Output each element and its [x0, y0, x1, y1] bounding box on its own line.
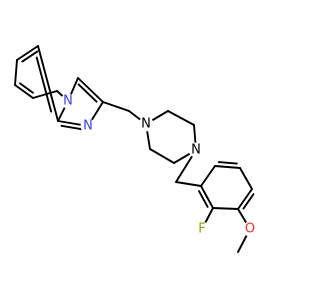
atom-label-n-pip-bottom: N: [191, 143, 201, 158]
bond-c8a-c9-inner: [35, 56, 53, 113]
bond-c3-c2: [77, 77, 104, 103]
atom-n_imine-backdrop: [80, 118, 96, 134]
atom-label-oxygen: O: [245, 222, 255, 237]
atom-fluorine-backdrop: [194, 221, 210, 237]
bond-c7-c6: [14, 84, 34, 99]
bond-pC-pD: [149, 148, 175, 164]
bond-c9-c8-inner: [21, 50, 39, 63]
bond-c7-c6-inner: [19, 82, 34, 94]
bond-b4-b5: [237, 188, 253, 210]
bond-b5-b6: [212, 207, 239, 210]
atom-label-n-imine: N: [83, 119, 93, 134]
bond-pA-pB: [167, 110, 195, 126]
bond-b3-b4: [239, 167, 253, 190]
atom-n_bridge-backdrop: [60, 93, 76, 109]
bond-b2-b3: [214, 165, 241, 169]
bond-b1-b2: [200, 165, 216, 187]
atom-label-fluorine: F: [198, 222, 205, 237]
bond-layer: [14, 45, 255, 253]
bond-c8-c7: [14, 59, 18, 86]
bond-b4-b5-inner: [242, 193, 255, 210]
atom-n_pip_bottom-backdrop: [188, 142, 204, 158]
bond-c9-c8: [16, 45, 39, 61]
bond-b6-b1: [200, 185, 214, 209]
atom-n_pip_top-backdrop: [138, 116, 154, 132]
bond-c2-ch2a: [102, 101, 130, 112]
atom-label-n-pip-top: N: [141, 117, 151, 132]
bond-ch2b-b1: [175, 181, 202, 187]
bond-c6-c5: [32, 90, 58, 99]
bond-c8a-c9: [37, 45, 59, 122]
bond-b6-b1-inner: [198, 190, 209, 208]
atom-label-n-bridge: N: [63, 94, 73, 109]
atom-oxygen-backdrop: [242, 221, 258, 237]
bond-c3-c2-inner: [77, 83, 98, 103]
bond-nim-c8a-inner: [60, 124, 85, 131]
bond-b2-b3-inner: [217, 161, 238, 165]
